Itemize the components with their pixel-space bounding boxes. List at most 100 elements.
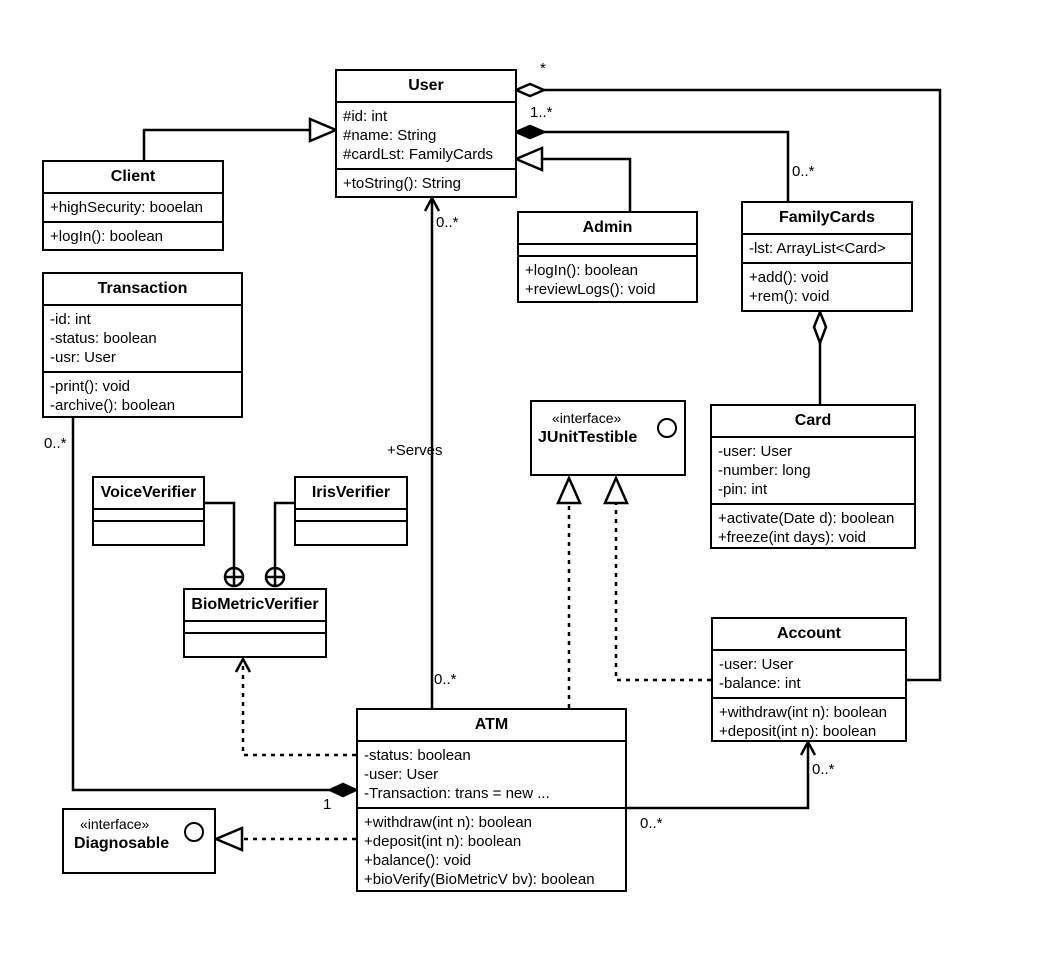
atm-junittestible-arrowhead <box>556 474 582 505</box>
class-attribute: #cardLst: FamilyCards <box>343 146 494 163</box>
atm-account-association-line <box>627 742 810 810</box>
class-attribute: -lst: ArrayList<Card> <box>749 240 886 257</box>
multiplicity-label: 1..* <box>530 104 553 121</box>
account-user-aggregation-diamond <box>512 82 548 98</box>
interface-junittestible-name: JUnitTestible <box>538 429 638 446</box>
class-attribute: -number: long <box>718 462 811 479</box>
class-method: -archive(): boolean <box>50 397 176 414</box>
class-method: +bioVerify(BioMetricV bv): boolean <box>364 871 595 888</box>
class-attribute: -usr: User <box>50 349 116 366</box>
class-irisverifier-methods <box>296 522 406 532</box>
class-card-attributes: -user: User -number: long -pin: int <box>712 438 914 505</box>
class-user-name: User <box>337 71 515 103</box>
class-user-attributes: #id: int #name: String #cardLst: FamilyC… <box>337 103 515 170</box>
class-method: +logIn(): boolean <box>50 228 163 245</box>
class-familycards-methods: +add(): void +rem(): void <box>743 264 911 310</box>
class-atm[interactable]: ATM -status: boolean -user: User -Transa… <box>356 708 627 892</box>
class-transaction[interactable]: Transaction -id: int -status: boolean -u… <box>42 272 243 418</box>
class-method: +balance(): void <box>364 852 472 869</box>
class-voiceverifier-name: VoiceVerifier <box>94 478 203 510</box>
class-admin-methods: +logIn(): boolean +reviewLogs(): void <box>519 257 696 303</box>
class-attribute: -pin: int <box>718 481 768 498</box>
interface-diagnosable[interactable]: «interface» Diagnosable <box>62 808 216 874</box>
class-admin-attributes <box>519 245 696 257</box>
class-admin-name: Admin <box>519 213 696 245</box>
interface-junittestible[interactable]: «interface» JUnitTestible <box>530 400 686 476</box>
multiplicity-label: 0..* <box>436 214 459 231</box>
account-junittestible-realization-line <box>614 503 711 682</box>
multiplicity-label: 0..* <box>434 671 457 688</box>
transaction-atm-composition-diamond <box>327 782 359 798</box>
multiplicity-label: 0..* <box>792 163 815 180</box>
interface-diagnosable-stereotype: «interface» <box>80 816 150 832</box>
multiplicity-label: 0..* <box>640 815 663 832</box>
interface-circle-icon <box>657 418 677 438</box>
class-attribute: -status: boolean <box>364 747 471 764</box>
atm-serves-user-arrowhead <box>423 195 441 212</box>
class-atm-attributes: -status: boolean -user: User -Transactio… <box>358 742 625 809</box>
class-account-attributes: -user: User -balance: int <box>713 651 905 699</box>
class-transaction-methods: -print(): void -archive(): boolean <box>44 373 241 419</box>
atm-biometric-arrowhead <box>234 656 252 673</box>
class-voiceverifier[interactable]: VoiceVerifier <box>92 476 205 546</box>
class-method: +logIn(): boolean <box>525 262 638 279</box>
class-account-methods: +withdraw(int n): boolean +deposit(int n… <box>713 699 905 745</box>
class-attribute: -user: User <box>719 656 794 673</box>
atm-biometric-dependency-line <box>241 662 356 757</box>
class-account-name: Account <box>713 619 905 651</box>
class-card-name: Card <box>712 406 914 438</box>
voiceverifier-nesting-line <box>205 501 236 568</box>
class-admin[interactable]: Admin +logIn(): boolean +reviewLogs(): v… <box>517 211 698 303</box>
interface-junittestible-stereotype: «interface» <box>552 410 622 426</box>
class-familycards[interactable]: FamilyCards -lst: ArrayList<Card> +add()… <box>741 201 913 312</box>
admin-generalization-line <box>542 157 632 211</box>
class-biometricverifier[interactable]: BioMetricVerifier <box>183 588 327 658</box>
class-method: +add(): void <box>749 269 829 286</box>
account-user-aggregation-line <box>544 88 942 682</box>
class-client[interactable]: Client +highSecurity: booelan +logIn(): … <box>42 160 224 251</box>
class-attribute: #id: int <box>343 108 388 125</box>
class-atm-methods: +withdraw(int n): boolean +deposit(int n… <box>358 809 625 893</box>
interface-diagnosable-name: Diagnosable <box>74 835 170 852</box>
class-user[interactable]: User #id: int #name: String #cardLst: Fa… <box>335 69 517 198</box>
class-method: +toString(): String <box>343 175 461 192</box>
class-biometricverifier-name: BioMetricVerifier <box>185 590 325 622</box>
class-attribute: -id: int <box>50 311 91 328</box>
class-account[interactable]: Account -user: User -balance: int +withd… <box>711 617 907 742</box>
class-attribute: -user: User <box>364 766 439 783</box>
multiplicity-label: * <box>540 60 546 77</box>
client-generalization-line <box>142 128 310 160</box>
class-familycards-attributes: -lst: ArrayList<Card> <box>743 235 911 264</box>
irisverifier-nesting-line <box>273 501 294 568</box>
client-generalization-arrowhead <box>308 117 340 143</box>
class-attribute: +highSecurity: booelan <box>50 199 204 216</box>
class-method: +rem(): void <box>749 288 830 305</box>
class-attribute: -status: boolean <box>50 330 157 347</box>
class-attribute: #name: String <box>343 127 437 144</box>
class-biometricverifier-attributes <box>185 622 325 634</box>
class-voiceverifier-methods <box>94 522 203 532</box>
class-client-attributes: +highSecurity: booelan <box>44 194 222 223</box>
class-attribute: -Transaction: trans = new ... <box>364 785 550 802</box>
class-biometricverifier-methods <box>185 634 325 644</box>
multiplicity-label: 0..* <box>44 435 67 452</box>
atm-account-arrowhead <box>799 739 817 756</box>
class-method: +deposit(int n): boolean <box>719 723 877 740</box>
class-transaction-attributes: -id: int -status: boolean -usr: User <box>44 306 241 373</box>
class-irisverifier[interactable]: IrisVerifier <box>294 476 408 546</box>
admin-generalization-arrowhead <box>512 146 544 172</box>
class-irisverifier-attributes <box>296 510 406 522</box>
class-attribute: -balance: int <box>719 675 801 692</box>
role-label: +Serves <box>387 442 443 459</box>
transaction-atm-composition-line <box>71 418 330 792</box>
class-familycards-name: FamilyCards <box>743 203 911 235</box>
familycards-user-composition-diamond <box>512 124 548 140</box>
class-method: +freeze(int days): void <box>718 529 866 546</box>
class-card-methods: +activate(Date d): boolean +freeze(int d… <box>712 505 914 551</box>
class-client-name: Client <box>44 162 222 194</box>
multiplicity-label: 1 <box>323 796 332 813</box>
class-card[interactable]: Card -user: User -number: long -pin: int… <box>710 404 916 549</box>
class-method: +reviewLogs(): void <box>525 281 656 298</box>
interface-circle-icon <box>184 822 204 842</box>
card-familycards-aggregation-diamond <box>812 308 828 347</box>
